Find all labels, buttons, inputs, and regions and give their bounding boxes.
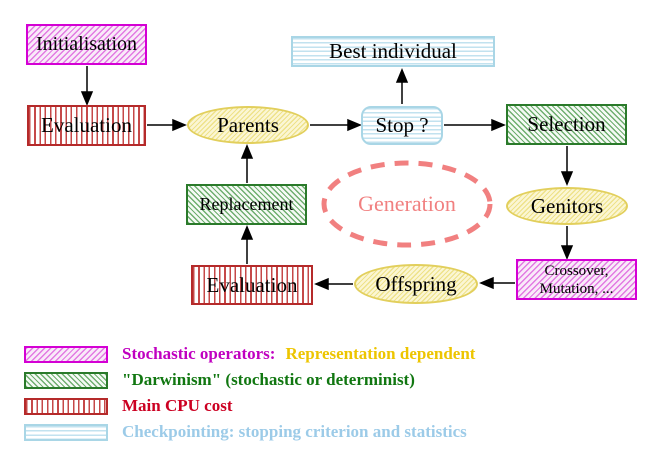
arrow-genitors-to-crossover (560, 226, 574, 260)
arrow-initialisation-to-evaluation (80, 66, 94, 106)
legend-label-checkpointing: Checkpointing: stopping criterion and st… (122, 422, 467, 441)
green-diagonal-hatch-icon (24, 371, 108, 389)
legend-row-cpu-cost: Main CPU cost (24, 396, 232, 416)
legend-label-cpu-cost: Main CPU cost (122, 396, 233, 415)
legend-label-darwinism: "Darwinism" (stochastic or determinist) (122, 370, 415, 389)
node-stop-test: Stop ? (361, 106, 443, 145)
arrow-stop-to-best-individual (395, 68, 409, 104)
arrow-evaluation-to-parents (147, 118, 187, 132)
node-best-individual: Best individual (291, 36, 495, 67)
node-crossover-mutation: Crossover, Mutation, ... (516, 259, 637, 300)
cyan-horizontal-stripes-icon (24, 423, 108, 441)
node-parents: Parents (187, 106, 309, 144)
red-vertical-stripes-icon (24, 397, 108, 415)
legend-row-stochastic: Stochastic operators: Representation dep… (24, 344, 475, 364)
arrow-replacement-to-parents (240, 144, 254, 183)
node-evaluation-top: Evaluation (27, 105, 146, 146)
arrow-selection-to-genitors (560, 146, 574, 186)
node-selection: Selection (506, 104, 627, 145)
arrow-parents-to-stop (310, 118, 362, 132)
legend-row-darwinism: "Darwinism" (stochastic or determinist) (24, 370, 415, 390)
node-initialisation: Initialisation (26, 24, 147, 65)
magenta-diagonal-hatch-icon (24, 345, 108, 363)
legend-label-stochastic: Stochastic operators: (122, 344, 276, 363)
crossover-line2: Mutation, ... (539, 280, 614, 297)
legend-row-checkpointing: Checkpointing: stopping criterion and st… (24, 422, 467, 442)
arrow-crossover-to-offspring (479, 276, 515, 290)
node-replacement: Replacement (186, 184, 307, 225)
node-offspring: Offspring (354, 264, 478, 304)
arrow-evaluation-to-replacement (240, 225, 254, 264)
arrow-offspring-to-evaluation (314, 277, 353, 291)
legend-label-representation: Representation dependent (285, 344, 476, 363)
crossover-line1: Crossover, (544, 262, 609, 279)
arrow-stop-to-selection (444, 118, 506, 132)
node-evaluation-bottom: Evaluation (191, 265, 313, 305)
node-genitors: Genitors (506, 187, 628, 225)
generation-cycle-label: Generation (358, 191, 456, 216)
